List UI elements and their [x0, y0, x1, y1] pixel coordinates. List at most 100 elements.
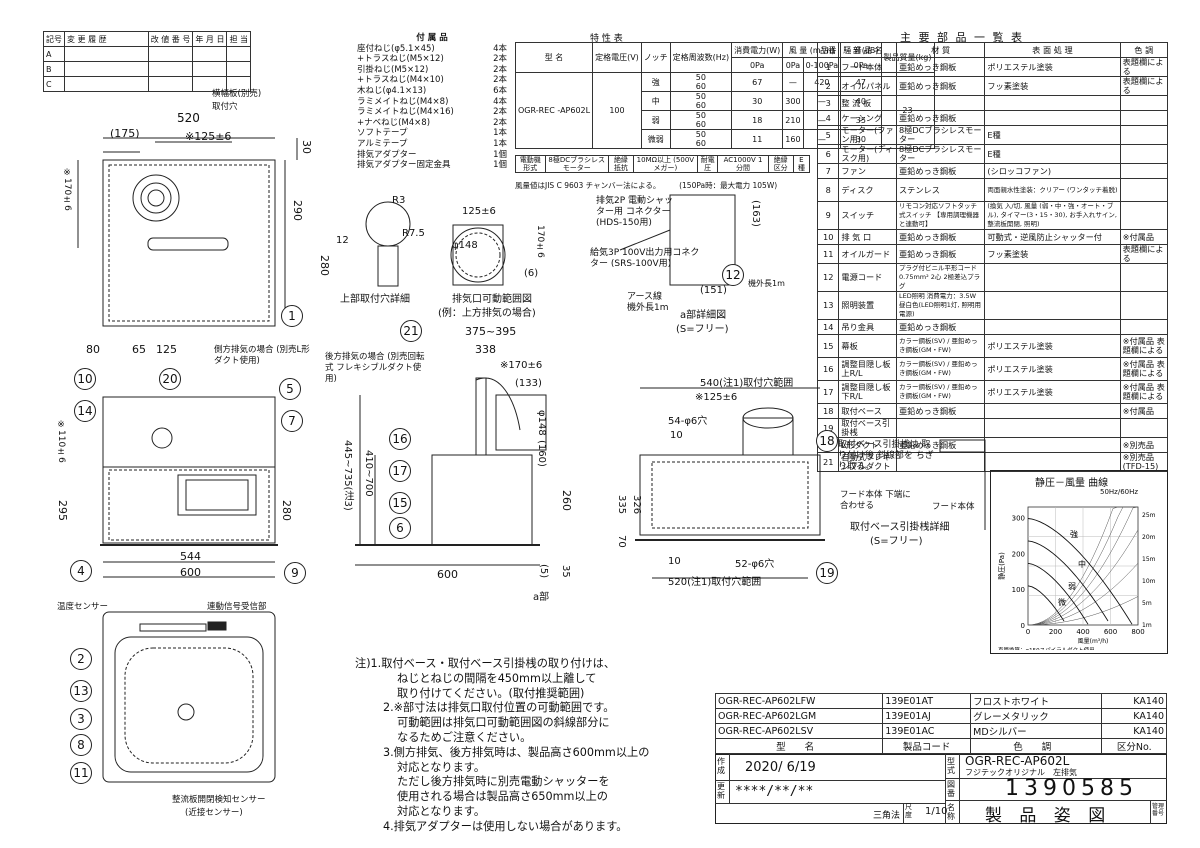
accessory-qty: 2本	[493, 75, 507, 86]
parts-cell: (換気 入/切, 風量 (弱・中・強・オート・ブル), タイマー(3・15・30…	[984, 201, 1121, 230]
accessory-qty: 1本	[493, 128, 507, 139]
duct-length-label: 5m	[1142, 600, 1152, 607]
duct-resistance-curve	[1027, 506, 1138, 626]
name-label: 名称	[947, 803, 955, 821]
note-line: ただし後方排気時に別売電動シャッターを	[397, 775, 610, 789]
top-view-outline	[102, 159, 276, 327]
dim-445: 445~735(注3)	[342, 440, 353, 511]
callout-12: 12	[722, 264, 744, 286]
exhaust-sub: (例：上方排気の場合)	[438, 308, 536, 319]
dim-110: ※110±6	[56, 420, 66, 463]
accessory-name: +トラスねじ(M4×10)	[357, 75, 444, 86]
accessory-qty: 2本	[493, 107, 507, 118]
callout-20: 20	[159, 368, 181, 390]
dim-260: 260	[560, 490, 573, 511]
callout-10: 10	[74, 368, 96, 390]
dim-280: 280	[318, 255, 331, 276]
made-label: 作成	[717, 757, 725, 775]
callout-4: 4	[70, 560, 92, 582]
dim-375: 375~395	[465, 325, 517, 338]
x-tick: 0	[1026, 628, 1030, 636]
accessory-qty: 1個	[493, 149, 507, 160]
parts-cell: ※付属品 表題欄による	[1119, 357, 1169, 381]
dim-10: 10	[670, 430, 683, 441]
accessory-item: 木ねじ(φ4.1×13)6本	[357, 86, 507, 97]
characteristics-note: 風量値はJIS C 9603 チャンバー法による。 (150Pa時：最大電力 1…	[515, 181, 778, 190]
accessory-name: +トラスねじ(M5×12)	[357, 54, 444, 65]
parts-cell: 8極DCブラシレスモーター	[895, 125, 986, 145]
model-header: 型 名	[714, 738, 884, 754]
freq-60: 60	[695, 120, 706, 129]
note-line: ねじとねじの間隔を450mm以上離して	[397, 671, 597, 685]
parts-cell: ※付属品 表題欄による	[1119, 380, 1169, 404]
dim-12: 12	[336, 235, 349, 246]
curve-panel	[990, 470, 1168, 654]
callout-15: 15	[389, 492, 411, 514]
dim-170c: ※170±6	[500, 360, 543, 371]
curve-freq: 50Hz/60Hz	[1100, 488, 1139, 496]
parts-cell: カラー鋼板(SV) / 亜鉛めっき鋼板(GM・FW)	[895, 334, 986, 358]
accessory-item: +トラスねじ(M4×10) 2本	[357, 75, 507, 86]
characteristics-title: 特 性 表	[590, 34, 623, 44]
base-sub: (S=フリー)	[870, 536, 923, 547]
base-note-2: フード本体 下端に合わせる	[840, 490, 911, 511]
dim-290: 290	[291, 200, 304, 221]
char-power: 11	[731, 129, 784, 149]
accessory-name: +ナベねじ(M4×8)	[357, 117, 431, 128]
dim-65: 65	[132, 343, 146, 356]
dim-r3: R3	[392, 195, 406, 206]
dim-30: 30	[300, 140, 313, 154]
char-q0: 300	[782, 91, 804, 111]
char-header: ノッチ	[640, 42, 671, 73]
dim-6: (6)	[524, 268, 539, 279]
parts-cell: 18	[816, 403, 840, 419]
accessories-title: 付 属 品	[416, 33, 448, 43]
accessory-name: 木ねじ(φ4.1×13)	[357, 85, 427, 96]
x-tick: 200	[1049, 628, 1062, 636]
dim-170b: 170±6	[535, 225, 545, 258]
exhaust-caption: 排気口可動範囲図	[452, 294, 532, 305]
rev-mark: C	[43, 76, 65, 92]
freq-60: 60	[695, 82, 706, 91]
accessory-item: ラミメイトねじ(M4×16) 2本	[357, 107, 507, 118]
scale-label: 尺度	[905, 803, 912, 819]
parts-cell: 照明装置	[838, 291, 897, 320]
label-attach: 取付穴	[212, 102, 238, 112]
char-header: 定格周波数(Hz)	[669, 42, 733, 73]
parts-cell: ※別売品(TFD-15)	[1119, 452, 1169, 472]
notes-block: 注)1.取付ベース・取付ベース引掛桟の取り付けは、ねじとねじの間隔を450mm以…	[355, 657, 649, 835]
accessory-item: +ナベねじ(M4×8)2本	[357, 118, 507, 129]
fan-curve	[1027, 540, 1109, 622]
x-tick: 600	[1104, 628, 1117, 636]
callout-9: 9	[284, 562, 306, 584]
dim-540: 540(注1)取付穴範囲	[700, 378, 794, 389]
plate-sensor-sub: (近接センサー)	[185, 808, 243, 818]
revised-date: ****/**/**	[735, 784, 814, 799]
label-hole: 横幅板(別売)	[212, 89, 262, 99]
accessory-name: ラミメイトねじ(M4×16)	[357, 107, 454, 118]
motor-spec-cell: 電動機形式	[515, 155, 546, 173]
note-line: 対応となります。	[397, 804, 486, 818]
dim-125: ※125±6	[185, 130, 232, 143]
notch-label: 強	[1070, 529, 1078, 539]
dim-35: 35	[560, 565, 571, 578]
accessory-name: 排気アダプター固定金具	[357, 160, 451, 171]
parts-cell: 21	[816, 452, 840, 472]
x-axis-label: 風量(m³/h)	[1078, 638, 1109, 645]
motor-spec-cell: 8極DCブラシレス モーター	[544, 155, 609, 173]
parts-cell: LED照明 消費電力：3.5W 昼白色(LED照明1灯, 照明用電源)	[895, 291, 986, 320]
note-line: 2.※部寸法は排気口取付位置の可動範囲です。	[383, 701, 615, 715]
freq-60: 60	[695, 139, 706, 148]
accessory-qty: 1本	[493, 138, 507, 149]
callout-19: 19	[816, 562, 838, 584]
note-line: 3.側方排気、後方排気時は、製品高さ600mm以上の	[383, 745, 650, 759]
dim-520: 520	[177, 111, 200, 125]
dim-125c: 125	[156, 343, 177, 356]
